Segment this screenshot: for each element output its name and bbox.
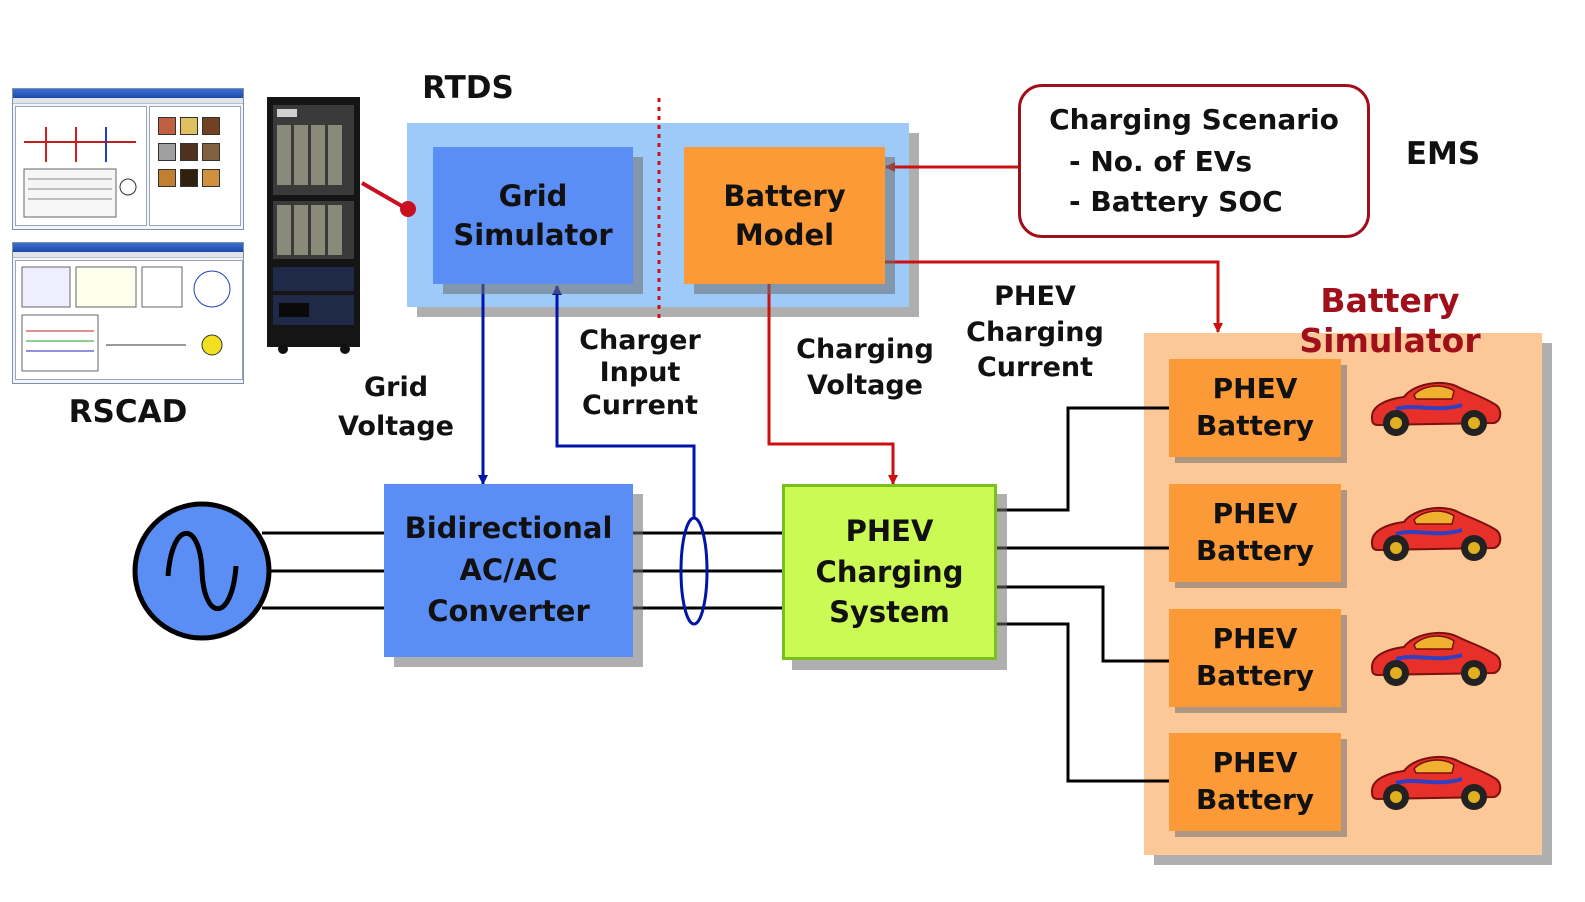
race-car-icon <box>1370 506 1502 561</box>
ems-scenario-title: Charging Scenario <box>1049 103 1339 136</box>
ems-charging-scenario-box: Charging Scenario - No. of EVs - Battery… <box>1018 84 1370 238</box>
ems-scenario-item: - Battery SOC <box>1069 185 1283 218</box>
battery-feed-lines <box>995 406 1169 783</box>
race-car-icon <box>1370 381 1502 436</box>
charging-voltage-arrow <box>767 284 898 485</box>
rtds-rack-icon <box>267 97 360 355</box>
rscad-screenshot-top <box>12 88 244 230</box>
race-car-icon <box>1370 631 1502 686</box>
rack-connector-dot <box>400 201 416 217</box>
ems-label: EMS <box>1405 136 1481 172</box>
battery-simulator-label: Battery Simulator <box>1299 281 1481 360</box>
charger-input-current-arrow <box>552 285 696 518</box>
ac-source-icon <box>132 501 272 641</box>
ems-scenario-item: - No. of EVs <box>1069 145 1253 178</box>
race-car-icon <box>1370 755 1502 810</box>
rscad-label: RSCAD <box>68 394 188 430</box>
rscad-screenshot-bottom <box>12 242 244 384</box>
rack-connector-line <box>360 181 409 211</box>
three-phase-lines-source <box>262 531 384 610</box>
rtds-label: RTDS <box>422 70 514 106</box>
phev-charging-current-arrow <box>885 260 1223 333</box>
